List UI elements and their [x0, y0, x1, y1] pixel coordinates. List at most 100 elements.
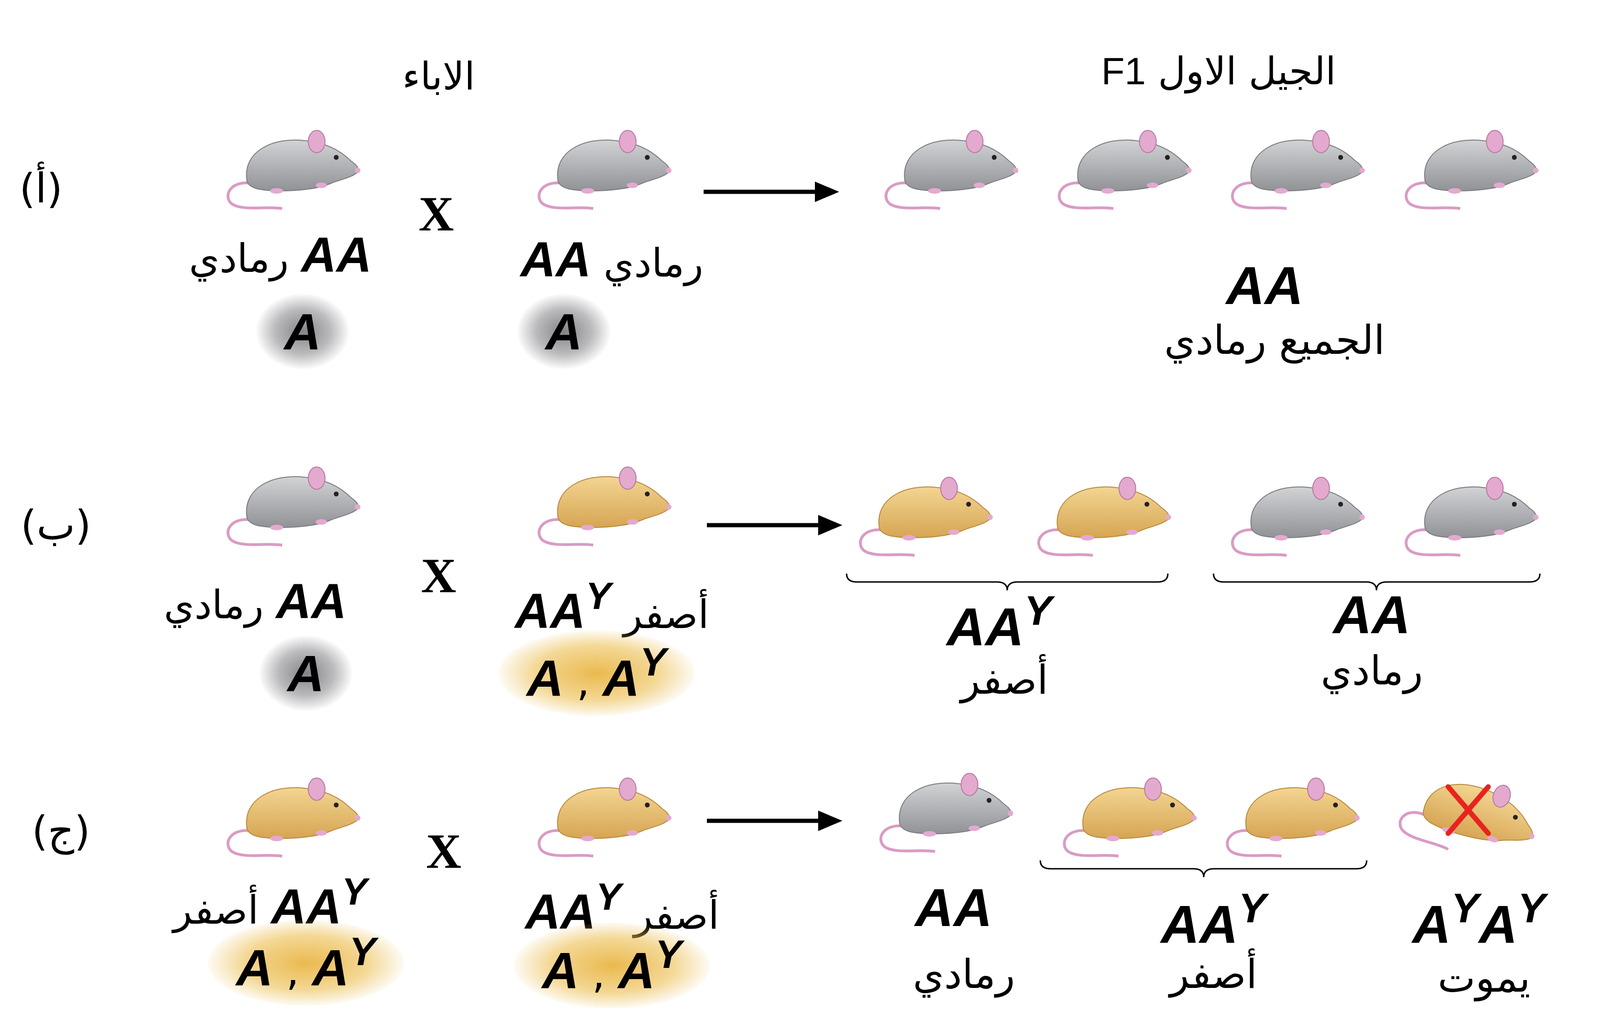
letter: Y — [655, 931, 682, 977]
letter: A — [284, 302, 321, 360]
gamete-glow: A — [259, 635, 353, 712]
gamete-label: A — [284, 302, 321, 362]
latin-run: X — [426, 824, 462, 879]
gamete-label: A — [287, 644, 325, 704]
letter: Y — [349, 928, 376, 974]
letter: A — [526, 649, 564, 707]
letter: A — [311, 574, 347, 629]
cross-sign: X — [426, 823, 462, 881]
letter: A — [555, 232, 591, 287]
text-run: الاباء — [402, 54, 475, 99]
letter: Y — [585, 574, 611, 617]
letter: A — [1412, 894, 1451, 955]
latin-run: X — [418, 186, 455, 242]
text-run: (ج) — [31, 806, 90, 855]
letter: A — [542, 941, 579, 999]
letter: X — [426, 824, 462, 879]
letter: A — [1264, 255, 1304, 316]
text-run: رمادي — [1320, 647, 1423, 694]
text-run: , — [578, 949, 618, 998]
letter: A — [520, 232, 556, 287]
latin-run: A — [545, 302, 583, 360]
letter: X — [420, 548, 457, 604]
arrow-shaft — [706, 523, 823, 528]
letter: Y — [639, 639, 667, 685]
gray-mouse — [1406, 477, 1539, 556]
letter: A — [545, 302, 583, 360]
latin-run: AY — [602, 649, 667, 707]
arrow-shaft — [703, 189, 820, 195]
cross-sign: X — [418, 186, 455, 243]
letter: A — [985, 596, 1024, 657]
letter: A — [311, 938, 349, 997]
text-run: رمادي — [163, 582, 277, 628]
gray-mouse — [539, 130, 672, 209]
letter: A — [915, 877, 954, 938]
group-bracket — [1040, 860, 1367, 878]
letter: A — [1371, 584, 1411, 645]
gray-mouse — [1232, 477, 1365, 556]
latin-run: X — [420, 548, 457, 604]
genotype-label: AA — [915, 876, 993, 939]
genotype-label: أصفر AAY — [515, 574, 710, 640]
letter: A — [336, 227, 373, 283]
letter: A — [550, 583, 586, 639]
letter: A — [1226, 255, 1265, 316]
phenotype-label: الجميع رمادي — [1164, 317, 1385, 364]
letter: A — [276, 574, 312, 629]
yellow-mouse — [1227, 778, 1360, 857]
arrow-shaft — [706, 819, 823, 824]
letter: A — [1160, 894, 1200, 955]
gamete-glow: A , AY — [514, 922, 710, 1009]
letter: A — [602, 649, 640, 707]
letter: A — [1333, 584, 1372, 645]
latin-run: F1 — [1101, 49, 1146, 93]
genotype-label: AA — [1226, 254, 1304, 317]
letter: A — [301, 227, 337, 283]
latin-run: A — [526, 649, 564, 707]
cross-sign: X — [420, 548, 457, 605]
genotype-label: AAY — [1160, 883, 1267, 956]
latin-run: AAY — [515, 583, 611, 639]
letter: A — [1478, 894, 1518, 955]
text-run: (ب) — [20, 501, 92, 550]
latin-run: A — [542, 941, 579, 999]
letter: A — [236, 938, 273, 997]
genotype-label: رمادي AA — [520, 231, 704, 289]
latin-run: AAY — [946, 596, 1052, 657]
cross-arrow — [703, 181, 840, 203]
row-letter: (ب) — [20, 501, 92, 549]
row-letter: (أ) — [19, 164, 63, 212]
text-run: , — [272, 947, 312, 996]
letter: A — [515, 583, 551, 639]
phenotype-label: رمادي — [912, 951, 1015, 998]
letter: Y — [595, 875, 622, 918]
genotype-label: AA رمادي — [163, 573, 347, 631]
latin-run: AA — [1226, 255, 1304, 316]
latin-run: A — [284, 302, 321, 360]
text-run: الجيل الاول — [1145, 48, 1336, 94]
yellow-mouse — [539, 778, 672, 857]
latin-run: A — [236, 938, 273, 997]
letter: Y — [1023, 586, 1052, 634]
red-stroke — [1448, 786, 1489, 834]
letter: Y — [1450, 884, 1479, 931]
text-run: أصفر — [1169, 950, 1258, 998]
text-run: الجميع رمادي — [1164, 316, 1385, 364]
text-run: رمادي — [189, 235, 302, 282]
letter: A — [1199, 894, 1239, 955]
group-bracket — [846, 573, 1168, 591]
gamete-glow: A — [517, 293, 611, 370]
arrow-head — [818, 810, 843, 832]
letter: A — [946, 596, 986, 657]
phenotype-label: رمادي — [1320, 647, 1423, 694]
column-heading: الاباء — [402, 54, 475, 99]
latin-run: AA — [520, 232, 592, 287]
letter: X — [418, 186, 455, 242]
text-run: أصفر — [610, 591, 709, 638]
latin-run: AY — [311, 938, 376, 997]
latin-run: AA — [276, 574, 347, 629]
gamete-label: A — [545, 302, 583, 362]
